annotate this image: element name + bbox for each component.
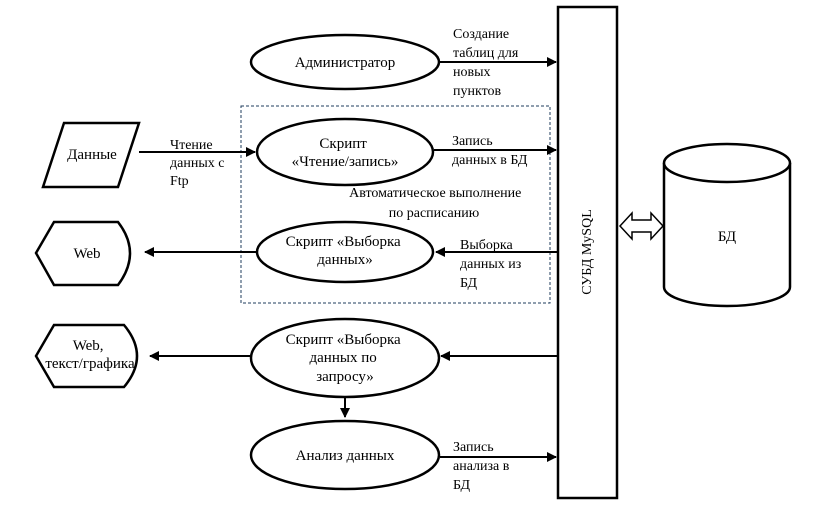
label-dbms-to-select: Выборка данных из БД (460, 238, 525, 291)
schedule-group-box (240, 105, 551, 304)
script-read-write-node (255, 117, 435, 187)
dbms-box (556, 5, 619, 500)
label-schedule-group: Автоматическое выполнение по расписанию (349, 186, 525, 221)
label-analysis-to-dbms: Запись анализа в БД (453, 440, 513, 493)
web-output-node (34, 220, 132, 287)
analysis-node (249, 419, 441, 491)
script-query-node (249, 317, 441, 399)
label-rw-to-dbms: Запись данных в БД (452, 134, 528, 168)
script-select-label: Скрипт «Выборка данных» (286, 234, 405, 268)
data-input-node (41, 121, 141, 189)
web-output-label: Web (73, 246, 100, 262)
script-query-label: Скрипт «Выборка данных по запросу» (286, 332, 405, 385)
data-input-label: Данные (67, 147, 117, 163)
web-text-output-label: Web, текст/графика (45, 338, 135, 372)
analysis-label: Анализ данных (296, 448, 395, 464)
label-admin-to-dbms: Создание таблиц для новых пунктов (453, 27, 522, 99)
dbms-label: СУБД MySQL (580, 209, 595, 295)
script-read-write-label: Скрипт «Чтение/запись» (292, 136, 399, 170)
database-cylinder: БД (662, 142, 792, 308)
administrator-label: Администратор (295, 55, 396, 71)
database-label: БД (718, 229, 736, 245)
label-data-to-script: Чтение данных с Ftp (170, 138, 228, 189)
web-text-output-node (34, 323, 139, 389)
administrator-node (249, 33, 441, 91)
dbms-db-double-arrow (618, 211, 665, 241)
script-select-node (255, 220, 435, 284)
